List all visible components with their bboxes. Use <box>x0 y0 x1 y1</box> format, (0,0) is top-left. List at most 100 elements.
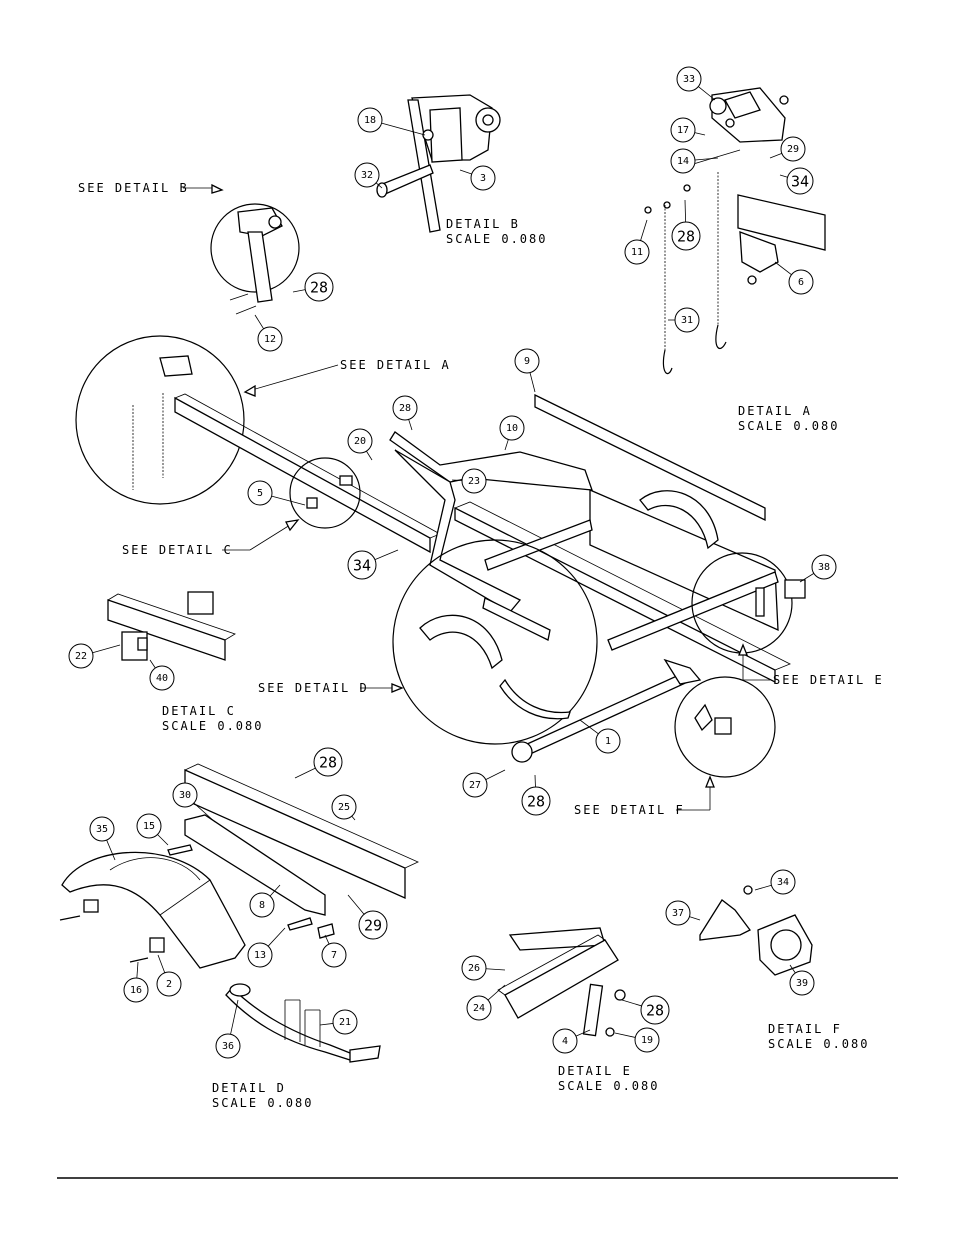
callout-circle <box>786 167 814 195</box>
callout-c40: 40 <box>149 659 175 691</box>
callout-leader <box>230 999 239 1035</box>
callout-leader <box>698 86 716 101</box>
callout-c19: 19 <box>614 1027 660 1053</box>
callout-circle <box>358 910 388 940</box>
callout-number: 23 <box>468 476 480 487</box>
callout-c28f: 28 <box>621 995 670 1025</box>
callout-circle <box>670 117 696 143</box>
detail-f-scale: SCALE 0.080 <box>768 1037 869 1051</box>
callout-c32: 32 <box>354 162 383 189</box>
callout-circle <box>172 782 198 808</box>
see-detail-f-callout: SEE DETAIL F <box>574 676 776 817</box>
callout-leader <box>485 769 506 780</box>
see-detail-b-label: SEE DETAIL B <box>78 181 189 195</box>
callout-circle <box>670 148 696 174</box>
detail-f-parts <box>699 885 813 976</box>
callout-number: 19 <box>641 1035 653 1046</box>
callout-c21: 21 <box>319 1009 358 1035</box>
callout-c12: 12 <box>254 314 283 352</box>
callout-circle <box>357 107 383 133</box>
callout-leader <box>799 573 815 583</box>
callout-number: 28 <box>677 228 695 246</box>
callout-number: 26 <box>468 963 480 974</box>
detail-a-chains <box>662 172 727 374</box>
detail-d-text: DETAIL D SCALE 0.080 <box>212 1081 311 1110</box>
callout-number: 28 <box>310 279 328 297</box>
callout-number: 29 <box>787 144 799 155</box>
callout-circle <box>156 971 182 997</box>
see-detail-f-label: SEE DETAIL F <box>574 803 685 817</box>
callout-number: 6 <box>798 277 804 288</box>
callout-number: 21 <box>339 1017 351 1028</box>
callout-c28e: 28 <box>294 747 343 779</box>
callout-circle <box>640 995 670 1025</box>
callout-circle <box>347 550 377 580</box>
callout-circle <box>249 892 275 918</box>
see-detail-c-callout: SEE DETAIL C <box>122 457 361 557</box>
callout-leader <box>351 815 356 821</box>
callout-leader <box>754 884 772 891</box>
callout-leader <box>294 767 316 779</box>
callout-leader <box>267 927 286 947</box>
see-detail-b-callout: SEE DETAIL B <box>78 181 300 315</box>
callout-number: 40 <box>156 673 168 684</box>
callout-circle <box>136 813 162 839</box>
callout-circle <box>624 239 650 265</box>
callout-circle <box>470 165 496 191</box>
callout-c29a: 29 <box>769 136 806 162</box>
callout-number: 31 <box>681 315 693 326</box>
see-detail-d-label: SEE DETAIL D <box>258 681 369 695</box>
callout-number: 34 <box>353 557 371 575</box>
detail-b-text: DETAIL B SCALE 0.080 <box>446 217 547 246</box>
callout-number: 28 <box>399 403 411 414</box>
callout-leader <box>157 954 166 973</box>
callout-c17: 17 <box>670 117 706 143</box>
callout-circle <box>499 415 525 441</box>
callout-leader <box>640 219 648 241</box>
callout-c33: 33 <box>676 66 716 101</box>
callout-leader <box>614 1032 636 1038</box>
callout-c9: 9 <box>514 348 540 393</box>
callout-leader <box>136 961 139 979</box>
see-detail-d-callout: SEE DETAIL D <box>258 539 598 745</box>
callout-circle <box>521 786 551 816</box>
callout-leader <box>381 122 426 136</box>
callout-c16: 16 <box>123 961 149 1003</box>
callout-number: 11 <box>631 247 643 258</box>
callout-c35: 35 <box>89 816 116 861</box>
callout-circle <box>257 326 283 352</box>
callout-c6: 6 <box>774 261 814 295</box>
callout-c34b: 34 <box>347 549 399 580</box>
callout-leader <box>366 450 373 461</box>
callout-leader <box>689 916 701 921</box>
callout-circle <box>392 395 418 421</box>
callout-c4: 4 <box>552 1028 591 1054</box>
callout-leader <box>408 419 413 431</box>
callout-c24: 24 <box>466 984 506 1021</box>
callout-circle <box>313 747 343 777</box>
callout-leader <box>529 372 536 393</box>
detail-c-parts <box>107 591 236 661</box>
see-detail-a-label: SEE DETAIL A <box>340 358 451 372</box>
callout-leader <box>149 659 156 669</box>
detail-b-scale: SCALE 0.080 <box>446 232 547 246</box>
detail-e-title: DETAIL E <box>558 1064 632 1078</box>
detail-e-text: DETAIL E SCALE 0.080 <box>558 1064 657 1093</box>
callout-leader <box>374 549 399 560</box>
callout-c8: 8 <box>249 884 281 918</box>
detail-f-text: DETAIL F SCALE 0.080 <box>768 1022 869 1051</box>
callout-leader <box>292 289 306 293</box>
callout-circle <box>354 162 380 188</box>
callout-leader <box>621 999 642 1007</box>
detail-a-title: DETAIL A <box>738 404 812 418</box>
callout-number: 36 <box>222 1041 234 1052</box>
callout-number: 8 <box>259 900 265 911</box>
callout-c29b: 29 <box>347 894 388 940</box>
callout-c18: 18 <box>357 107 426 136</box>
callout-number: 3 <box>480 173 486 184</box>
callout-leader <box>319 1023 334 1026</box>
callout-circle <box>89 816 115 842</box>
detail-d-title: DETAIL D <box>212 1081 286 1095</box>
callout-circle <box>461 955 487 981</box>
